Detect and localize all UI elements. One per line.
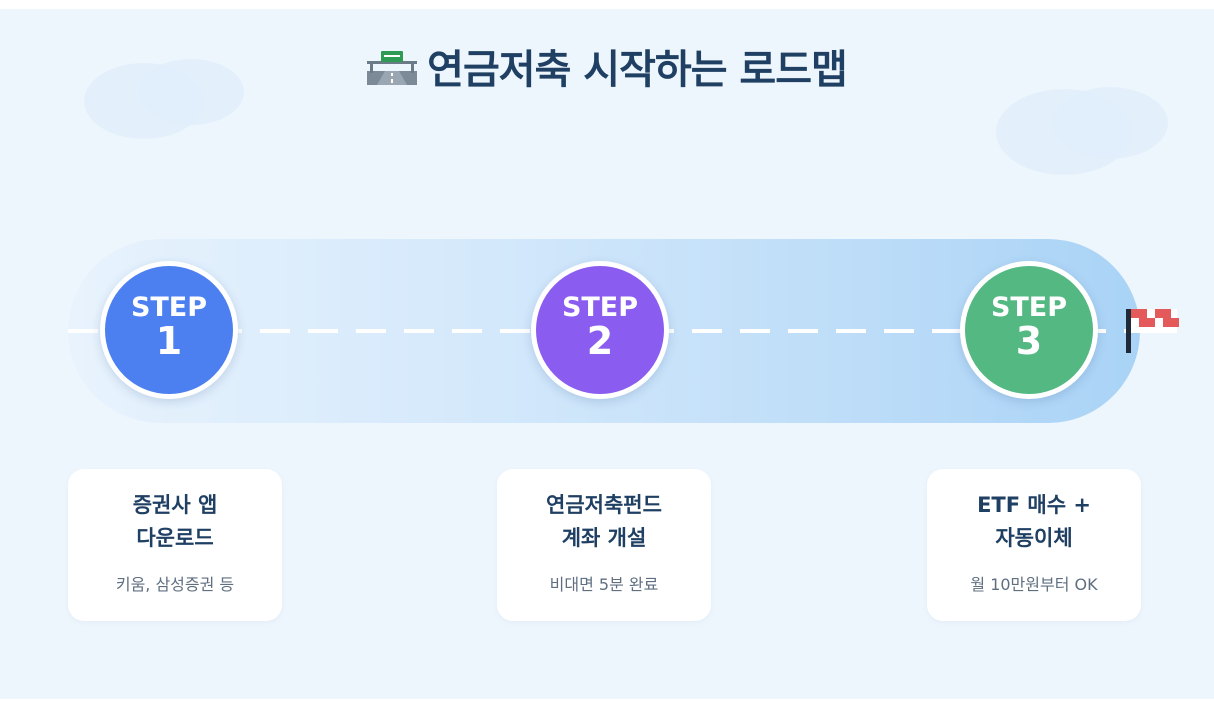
step-2-label: STEP (561, 292, 639, 323)
cloud-right-decoration-2 (1052, 87, 1168, 159)
step-3-label: STEP (990, 292, 1068, 323)
step-3-title: ETF 매수 + 자동이체 (977, 493, 1091, 550)
cloud-left-decoration-2 (138, 59, 244, 125)
step-1-card: 증권사 앱 다운로드 키움, 삼성증권 등 (68, 469, 282, 621)
step-1-title: 증권사 앱 다운로드 (132, 493, 218, 550)
finish-flag-icon (1124, 307, 1182, 355)
step-2-number: 2 (586, 319, 614, 363)
page-title: 연금저축 시작하는 로드맵 (0, 37, 1214, 95)
page-title-text: 연금저축 시작하는 로드맵 (427, 47, 848, 93)
step-3-card: ETF 매수 + 자동이체 월 10만원부터 OK (927, 469, 1141, 621)
step-3-number: 3 (1015, 319, 1043, 363)
step-1-label: STEP (130, 292, 208, 323)
step-2-subtitle: 비대면 5분 완료 (549, 575, 659, 594)
motorway-icon (367, 49, 418, 85)
step-2-card: 연금저축펀드 계좌 개설 비대면 5분 완료 (497, 469, 711, 621)
step-1-circle: STEP 1 (100, 261, 238, 399)
step-1-subtitle: 키움, 삼성증권 등 (115, 575, 235, 594)
step-2-circle: STEP 2 (531, 261, 669, 399)
step-3-subtitle: 월 10만원부터 OK (970, 575, 1098, 594)
step-3-circle: STEP 3 (960, 261, 1098, 399)
roadmap-canvas: 연금저축 시작하는 로드맵 STEP 1 STEP 2 STEP 3 증권사 앱… (0, 9, 1214, 699)
step-1-number: 1 (155, 319, 183, 363)
step-2-title: 연금저축펀드 계좌 개설 (546, 493, 662, 550)
